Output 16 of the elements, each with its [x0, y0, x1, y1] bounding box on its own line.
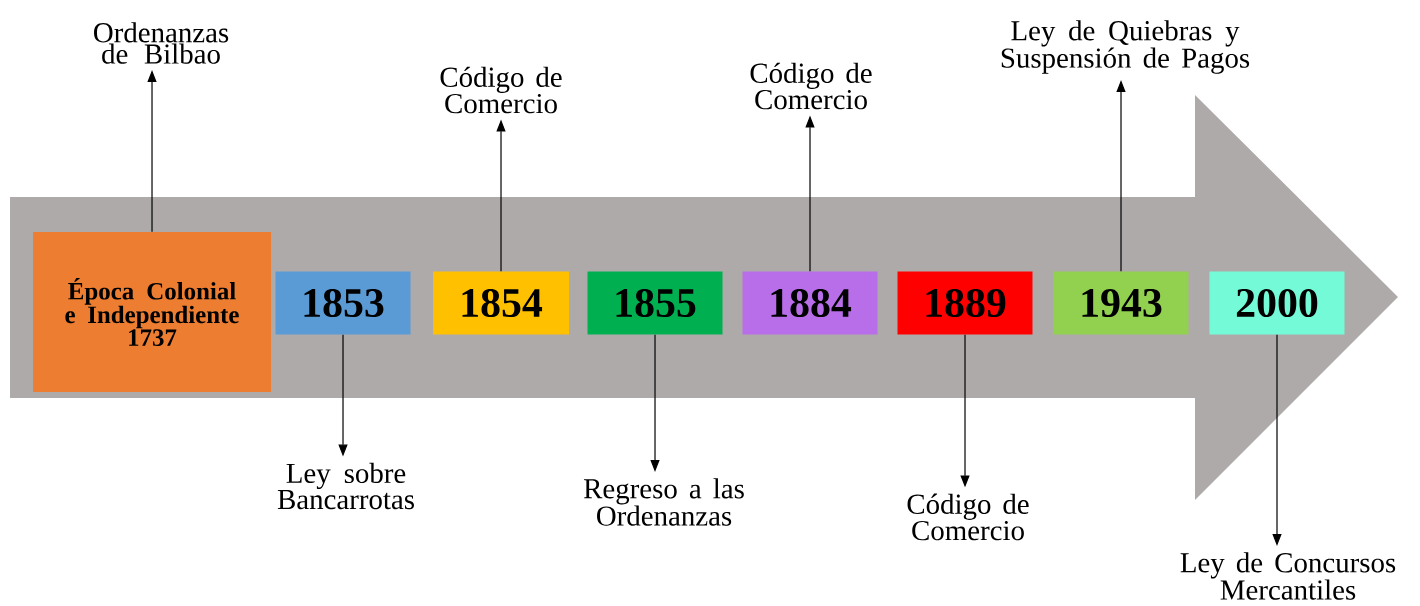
event-label: Ley de Concursos Mercantiles	[1180, 552, 1396, 600]
event-label: Ordenanzas de Bilbao	[94, 22, 229, 64]
event-label: Ley de Quiebras y Suspensión de Pagos	[1001, 20, 1250, 74]
year-box: 1853	[275, 271, 411, 335]
year-box: 1855	[587, 271, 723, 335]
period-box: Época Colonial e Independiente 1737	[33, 232, 271, 392]
event-label: Código de Comercio	[440, 66, 562, 114]
year-box: 1943	[1053, 271, 1189, 335]
event-label: Código de Comercio	[907, 493, 1029, 541]
year-box: 1884	[742, 271, 878, 335]
year-box: 2000	[1209, 271, 1345, 335]
year-box: 1889	[897, 271, 1033, 335]
event-label: Regreso a las Ordenanzas	[583, 478, 744, 526]
event-label: Ley sobre Bancarrotas	[277, 462, 414, 510]
event-label: Código de Comercio	[750, 62, 872, 110]
year-box: 1854	[433, 271, 569, 335]
